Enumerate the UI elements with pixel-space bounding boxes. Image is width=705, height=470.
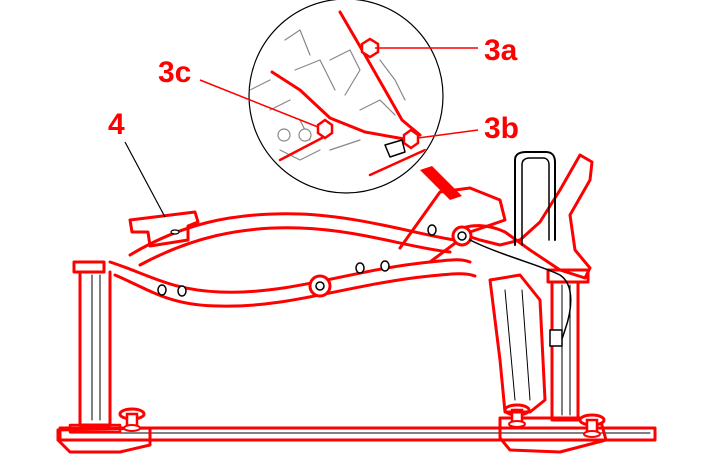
middle-leg [488, 273, 547, 414]
stand-base [56, 403, 657, 454]
nut-3c [316, 118, 334, 140]
lower-frame-tube [108, 258, 472, 294]
magnifier-pointer [420, 166, 462, 200]
callout-leaders [124, 47, 479, 218]
leveling-knob-right [578, 413, 606, 438]
main-frame [108, 186, 507, 308]
callout-4: 4 [108, 108, 125, 141]
mounting-bracket-4 [128, 210, 200, 248]
callout-3c: 3c [158, 56, 191, 89]
detail-magnifier [248, 0, 462, 200]
lifting-handle [514, 151, 556, 246]
leveling-knob-left [118, 407, 146, 432]
callout-3b: 3b [484, 112, 519, 145]
left-support-post [68, 260, 122, 434]
cable [469, 239, 572, 346]
left-foot-plate [56, 426, 152, 454]
nut-3a [360, 37, 380, 59]
callout-3a: 3a [484, 34, 518, 67]
base-beam [58, 426, 657, 442]
steering-head [451, 151, 594, 347]
leveling-knob-middle [503, 403, 531, 428]
upper-frame-tube [128, 212, 457, 257]
nut-3b [402, 128, 420, 150]
